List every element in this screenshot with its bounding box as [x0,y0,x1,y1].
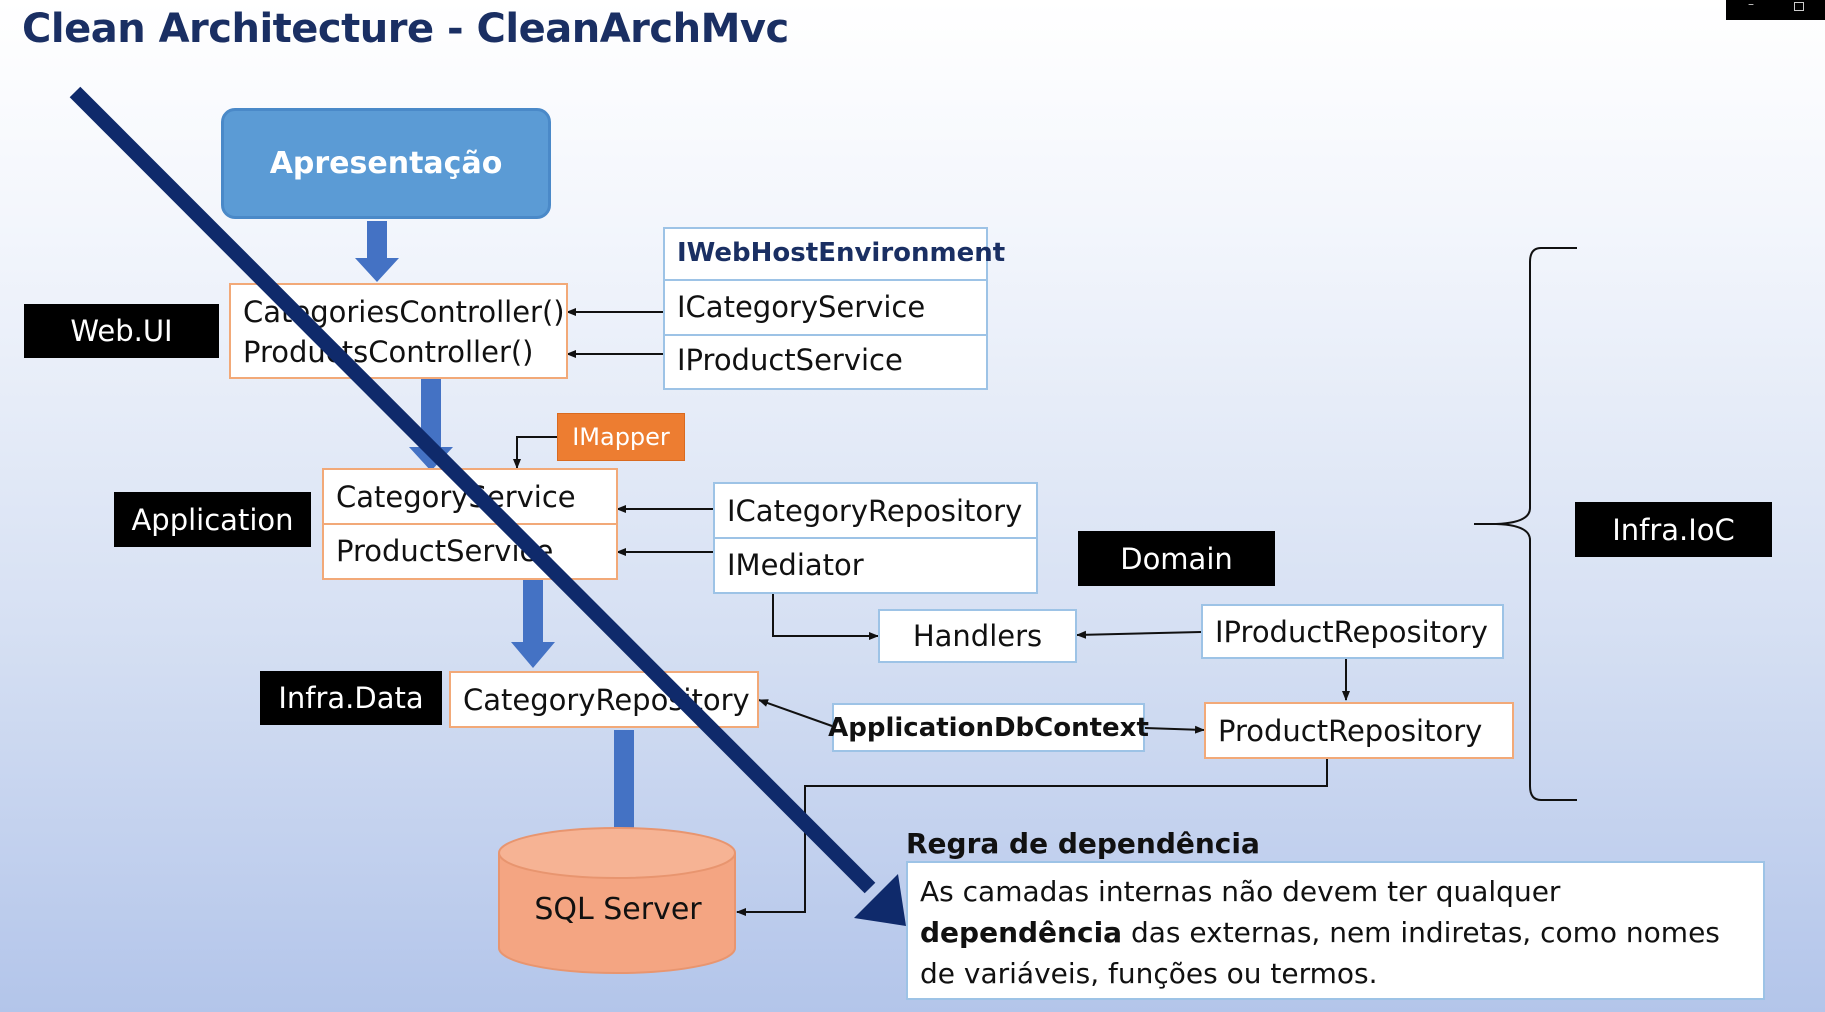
block-arrow-application-to-infradata [511,580,555,668]
rule-box: As camadas internas não devem ter qualqu… [906,861,1765,1000]
dependency-rule-diagonal-arrow [69,86,876,894]
iwebhostenvironment: IWebHostEnvironment [677,238,1006,268]
connector-productrepository-sql [736,758,1328,916]
handlers-box: Handlers [878,609,1077,663]
web-ui-label: Web.UI [24,304,219,358]
block-arrow-apresentacao-to-webui [355,221,399,282]
product-repository-box: ProductRepository [1204,702,1514,759]
icategoryrepository: ICategoryRepository [727,494,1023,528]
divider [665,279,986,281]
apresentacao-layer: Apresentação [221,108,551,219]
infra-data-label: Infra.Data [260,671,442,725]
domain-label: Domain [1078,531,1275,586]
infra-ioc-brace [1474,247,1577,801]
sql-server-cylinder [498,827,736,974]
products-controller: ProductsController() [243,335,534,369]
host-interfaces-box: IWebHostEnvironment ICategoryService IPr… [663,227,1005,390]
iproductservice: IProductService [677,343,903,377]
application-db-context-box: ApplicationDbContext [828,703,1149,752]
minimize-icon[interactable]: – [1748,0,1754,11]
sql-server-label: SQL Server [534,892,702,927]
rule-text-bold: dependência [920,916,1123,949]
infra-ioc-label: Infra.IoC [1575,502,1772,557]
icategoryservice: ICategoryService [677,290,926,324]
app-interfaces-box: ICategoryRepository IMediator [713,482,1038,594]
connector-iproductrepository-handlers [1076,630,1202,639]
divider [665,334,986,336]
iproductrepository: IProductRepository [1215,615,1488,649]
imediator: IMediator [727,548,864,582]
block-arrow-infradata-to-sql [602,730,646,866]
application-label: Application [114,492,311,547]
connector-imediator-handlers [772,588,879,640]
connector-dbcontext-productrepository [1144,725,1205,734]
rule-title: Regra de dependência [906,827,1260,860]
divider [715,537,1036,539]
dependency-rule-arrowhead [854,874,906,926]
window-controls: – [1726,0,1825,20]
imapper-box: IMapper [557,413,685,461]
divider [324,523,616,525]
controllers-box: CategoriesController() ProductsControlle… [229,283,568,379]
category-service: CategoryService [336,480,576,514]
page-title: Clean Architecture - CleanArchMvc [22,6,789,52]
restore-icon[interactable] [1794,2,1804,11]
rule-text-after: das externas, nem indiretas, como nomes … [920,916,1720,990]
connector-dbcontext-categoryrepository [758,699,833,727]
connector-imapper [513,436,557,469]
iproductrepository-box: IProductRepository [1201,604,1504,659]
product-repository: ProductRepository [1218,714,1483,748]
rule-text-before: As camadas internas não devem ter qualqu… [920,875,1561,908]
